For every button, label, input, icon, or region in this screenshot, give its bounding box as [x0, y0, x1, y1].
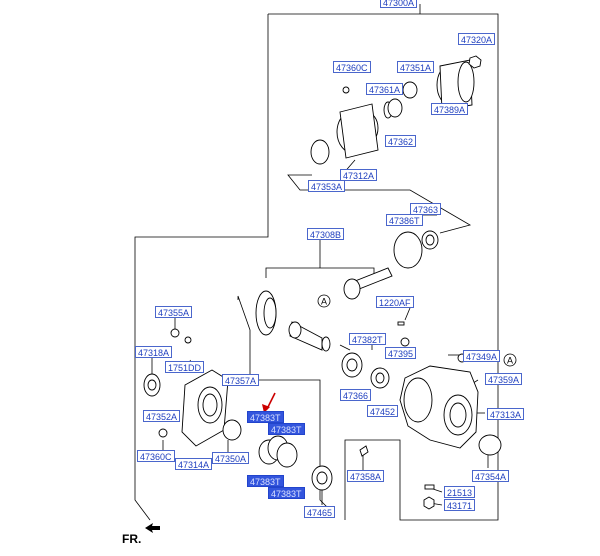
bearing-part — [375, 372, 385, 384]
label-47320a[interactable]: 47320A — [458, 33, 496, 45]
o-ring-part — [310, 139, 330, 165]
label-47389a[interactable]: 47389A — [431, 103, 469, 115]
label-47300a[interactable]: 47300A — [380, 0, 418, 8]
label-1220af[interactable]: 1220AF — [376, 296, 414, 308]
seal-part — [393, 231, 423, 269]
label-47465[interactable]: 47465 — [304, 506, 336, 518]
transfer-case-housing — [449, 402, 467, 428]
side-cover-part — [202, 393, 218, 417]
bolt-part — [342, 86, 350, 94]
pointer-arrow-head — [262, 404, 270, 413]
label-47353a[interactable]: 47353A — [308, 180, 346, 192]
bearing-part — [346, 358, 358, 372]
callout-letter: A — [507, 356, 513, 366]
transfer-case-housing — [403, 377, 433, 423]
label-47318a[interactable]: 47318A — [135, 346, 173, 358]
label-21513[interactable]: 21513 — [444, 486, 476, 498]
label-47363[interactable]: 47363 — [410, 203, 442, 215]
o-ring-part — [478, 434, 502, 456]
bolt-part — [158, 428, 168, 438]
label-47354a[interactable]: 47354A — [472, 470, 510, 482]
drive-shaft-part — [321, 336, 331, 352]
label-47452[interactable]: 47452 — [367, 405, 399, 417]
nut-part — [423, 496, 435, 510]
drive-shaft-part — [288, 321, 302, 339]
plug-part — [184, 336, 192, 344]
pinion-housing-part — [339, 103, 379, 159]
label-47360c-top[interactable]: 47360C — [333, 61, 371, 73]
washer-part — [424, 484, 435, 490]
shim-part — [276, 442, 298, 468]
seal-part — [387, 98, 403, 118]
nut-part — [468, 55, 482, 69]
leader-line — [287, 174, 472, 234]
label-47383t-highlighted[interactable]: 47383T — [247, 411, 284, 423]
label-1751dd[interactable]: 1751DD — [165, 361, 205, 373]
front-direction-label: FR. — [122, 532, 142, 546]
seal-part — [316, 471, 328, 485]
label-47359a[interactable]: 47359A — [485, 373, 523, 385]
bolt-part — [359, 445, 369, 457]
label-43171[interactable]: 43171 — [444, 499, 476, 511]
label-47350a[interactable]: 47350A — [212, 452, 250, 464]
callout-circle — [503, 353, 517, 367]
o-ring-part — [222, 419, 242, 441]
leader-line — [339, 344, 351, 351]
label-47383t-highlighted[interactable]: 47383T — [268, 423, 305, 435]
assembly-frame-line — [268, 13, 499, 521]
label-47313a[interactable]: 47313A — [487, 408, 525, 420]
label-47314a[interactable]: 47314A — [175, 458, 213, 470]
label-47352a[interactable]: 47352A — [143, 410, 181, 422]
label-47362[interactable]: 47362 — [385, 135, 417, 147]
label-47308b[interactable]: 47308B — [307, 228, 345, 240]
plug-part — [400, 337, 410, 347]
pinion-gear-part — [343, 278, 361, 300]
label-47357a[interactable]: 47357A — [222, 374, 260, 386]
label-47349a[interactable]: 47349A — [463, 350, 501, 362]
callout-letter: A — [321, 297, 327, 307]
ring-gear-part — [263, 297, 277, 329]
label-47395[interactable]: 47395 — [385, 347, 417, 359]
leader-line — [265, 267, 375, 278]
assembly-frame-line — [134, 14, 269, 521]
bearing-part — [425, 234, 435, 246]
seal-part — [147, 379, 157, 391]
seal-part — [402, 81, 418, 99]
label-47358a[interactable]: 47358A — [347, 470, 385, 482]
dowel-part — [397, 321, 405, 326]
label-47383t-highlighted[interactable]: 47383T — [247, 475, 284, 487]
flange-part — [457, 61, 475, 103]
label-47312a[interactable]: 47312A — [340, 169, 378, 181]
label-47351a[interactable]: 47351A — [397, 61, 435, 73]
leader-line — [404, 307, 411, 321]
direction-arrow — [145, 523, 160, 533]
callout-circle — [317, 294, 331, 308]
label-47360c-bottom[interactable]: 47360C — [137, 450, 175, 462]
label-47355a[interactable]: 47355A — [155, 306, 193, 318]
label-47361a[interactable]: 47361A — [366, 83, 404, 95]
pointer-arrow — [266, 392, 276, 410]
label-47386t[interactable]: 47386T — [386, 214, 423, 226]
bolt-part — [170, 328, 180, 338]
label-47382t[interactable]: 47382T — [349, 333, 386, 345]
label-47366[interactable]: 47366 — [340, 389, 372, 401]
label-47383t-highlighted[interactable]: 47383T — [268, 487, 305, 499]
